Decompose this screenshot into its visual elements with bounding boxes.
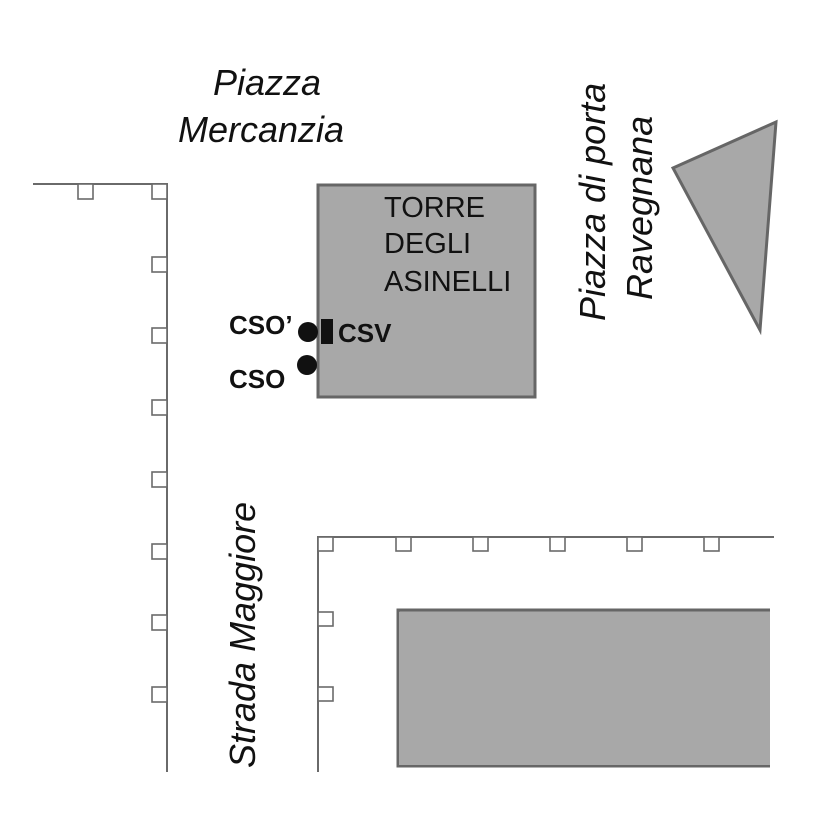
label-piazza-porta-ravegnana-line2: Ravegnana — [619, 116, 660, 300]
torre-asinelli-building — [316, 183, 537, 399]
portico-pillar — [151, 183, 168, 200]
sensor-cso-prime-label: CSO’ — [229, 310, 293, 340]
portico-pillar — [626, 536, 643, 552]
left-street-edge — [33, 183, 168, 772]
portico-pillar — [151, 543, 168, 560]
portico-pillar — [151, 399, 168, 416]
left-street-line — [33, 183, 168, 772]
label-piazza-mercanzia-line1: Piazza — [213, 62, 321, 103]
tower-label-line1: TORRE — [384, 192, 485, 224]
sensor-csv-label: CSV — [338, 318, 392, 348]
portico-pillar — [151, 686, 168, 703]
sensor-cso-marker — [297, 355, 317, 375]
portico-pillar — [151, 327, 168, 344]
sensor-cso-prime-marker — [298, 322, 318, 342]
portico-pillar — [151, 614, 168, 631]
portico-pillar — [317, 611, 334, 627]
portico-pillar — [395, 536, 412, 552]
triangle-building — [670, 119, 778, 336]
portico-pillar — [317, 686, 334, 702]
tower-label-line3: ASINELLI — [384, 266, 511, 298]
tower-label-line2: DEGLI — [384, 228, 471, 260]
lower-right-building-fill — [399, 612, 770, 765]
portico-pillar — [317, 536, 334, 552]
portico-pillar — [77, 183, 94, 200]
portico-pillar — [703, 536, 720, 552]
sensor-cso-label: CSO — [229, 364, 285, 394]
label-strada-maggiore: Strada Maggiore — [222, 502, 263, 768]
portico-pillar — [472, 536, 489, 552]
portico-pillar — [151, 471, 168, 488]
portico-pillar — [151, 256, 168, 273]
sensor-csv-marker — [321, 319, 333, 344]
portico-pillar — [549, 536, 566, 552]
label-piazza-mercanzia-line2: Mercanzia — [178, 109, 344, 150]
label-piazza-porta-ravegnana-line1: Piazza di porta — [572, 83, 613, 321]
right-street-edge — [317, 536, 774, 772]
